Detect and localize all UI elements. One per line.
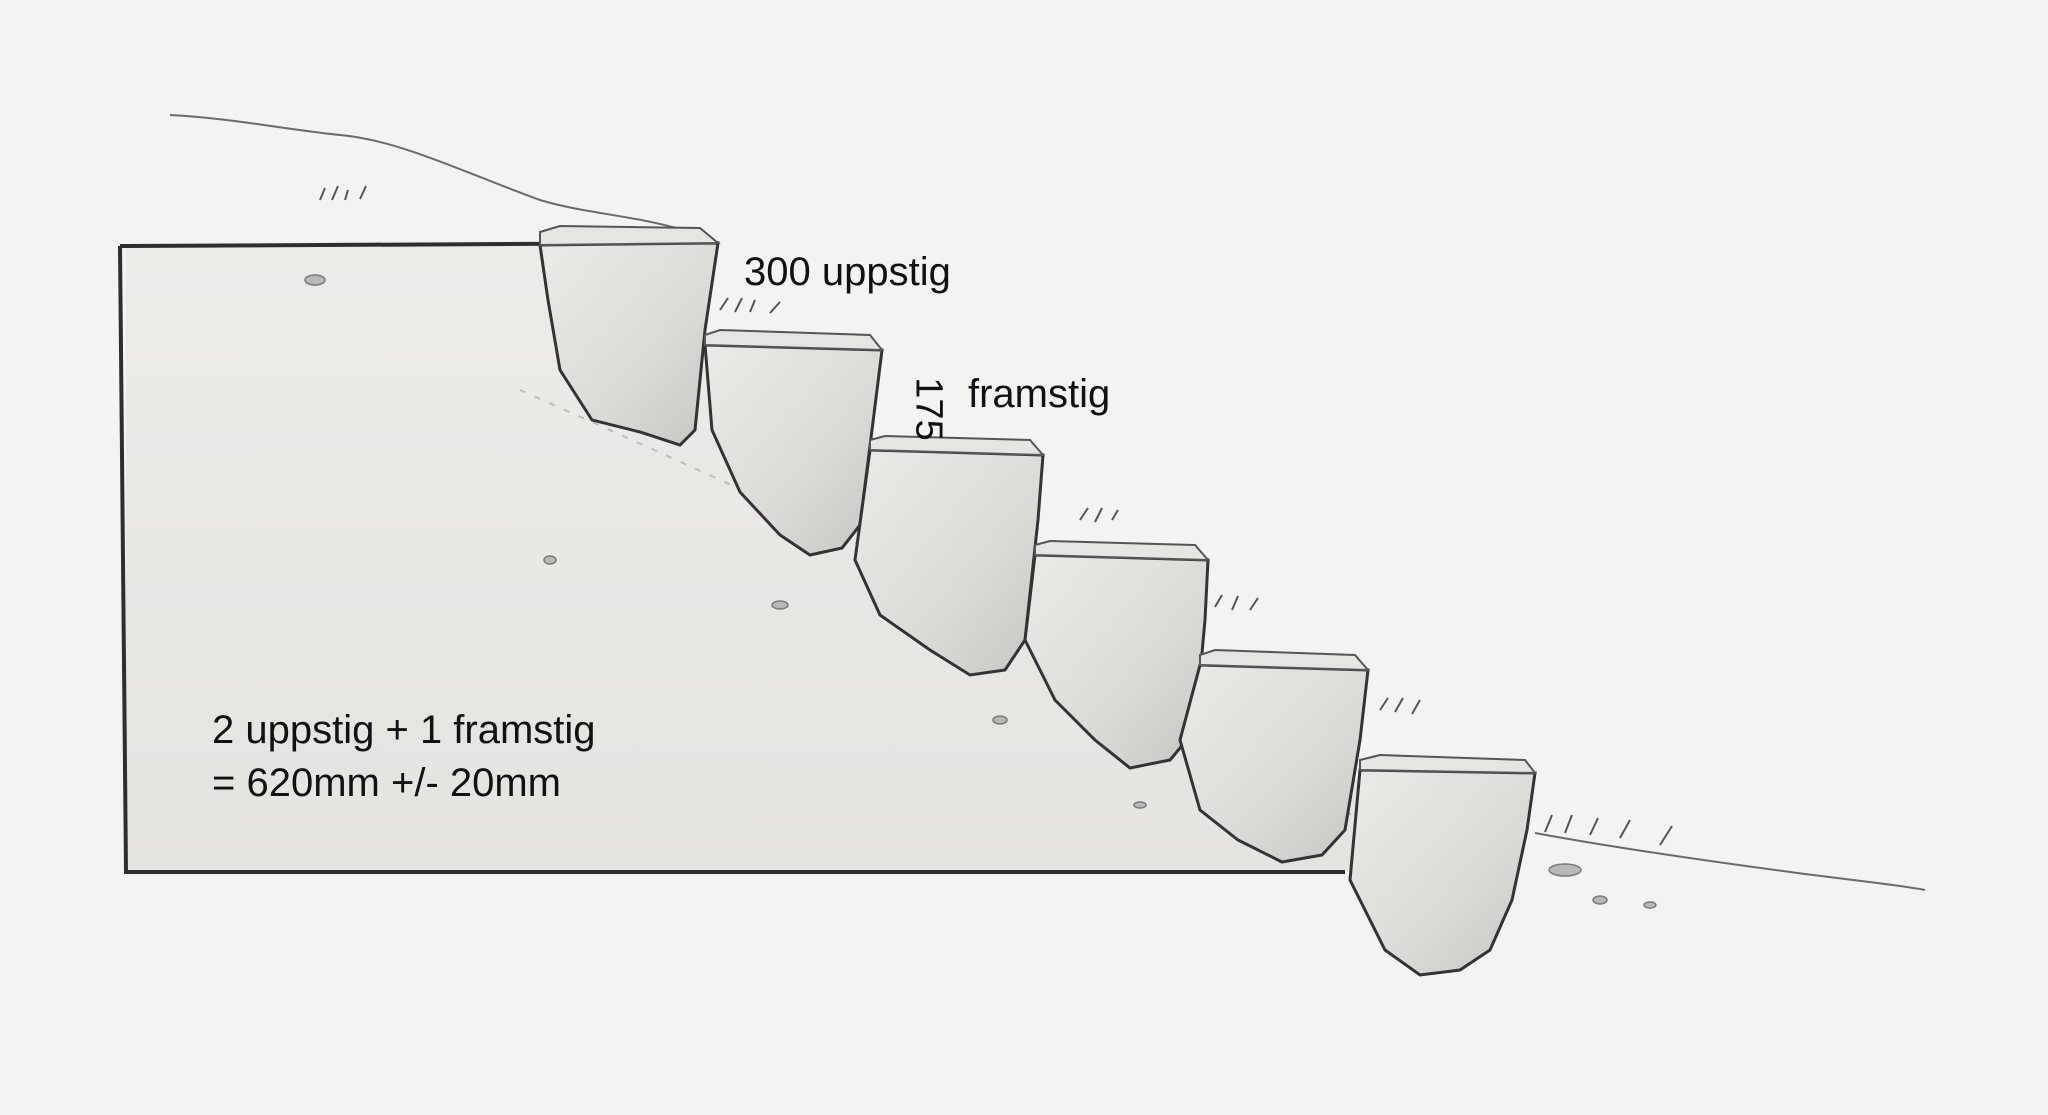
stone-steps — [538, 224, 1538, 977]
soil-section — [126, 245, 1370, 872]
stone-step-1 — [538, 224, 721, 447]
stone-step-3 — [853, 434, 1046, 677]
stone-step-6 — [1348, 753, 1538, 977]
stone-step-2 — [703, 328, 885, 557]
stone-step-4 — [1023, 539, 1211, 770]
tread-dimension-label: 175 — [907, 377, 950, 441]
formula-line-2: = 620mm +/- 20mm — [212, 761, 562, 805]
riser-dimension-label: 300 uppstig — [744, 250, 951, 294]
pebbles — [304, 274, 1657, 909]
stone-step-5 — [1178, 648, 1371, 864]
formula-line-1: 2 uppstig + 1 framstig — [212, 708, 596, 752]
ground-surface-upper — [169, 114, 701, 236]
tread-name-label: framstig — [968, 372, 1111, 416]
ground-surface-lower — [1534, 832, 1926, 891]
grass-tufts — [319, 185, 1673, 846]
